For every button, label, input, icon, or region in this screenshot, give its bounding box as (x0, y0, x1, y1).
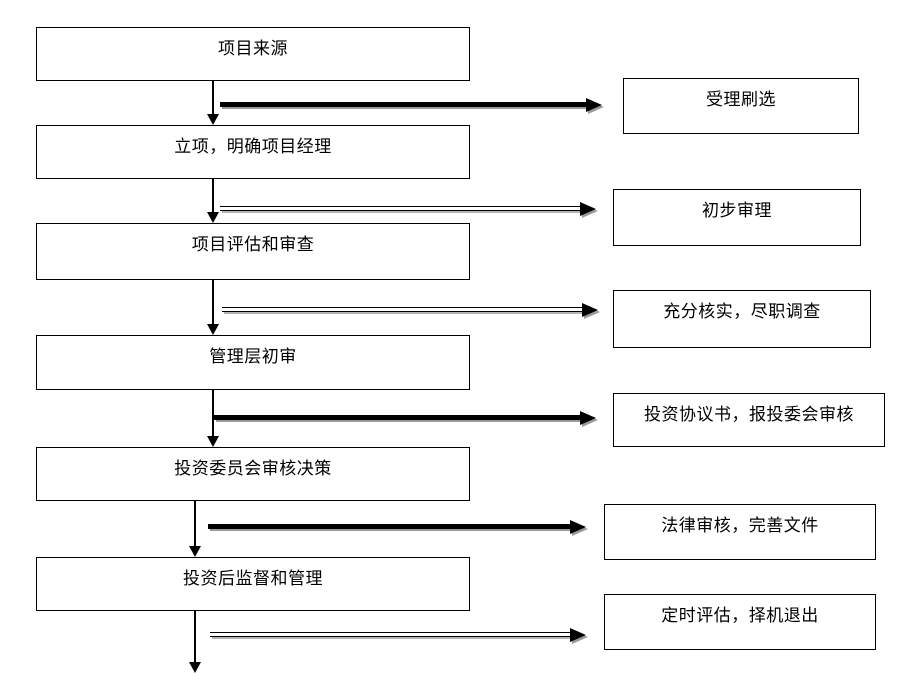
arrowhead-down-icon (207, 436, 219, 447)
annotation-box-label: 定时评估，择机退出 (661, 606, 819, 625)
vertical-connector-2 (206, 179, 220, 223)
annotation-box-legal-review[interactable]: 法律审核，完善文件 (604, 504, 876, 560)
annotation-box-label: 投资协议书，报投委会审核 (644, 405, 854, 424)
connector-shaft (212, 81, 214, 114)
process-box-label: 投资委员会审核决策 (174, 459, 332, 478)
process-box-label: 项目评估和审查 (191, 235, 315, 254)
arrowhead-right-icon (586, 98, 602, 112)
annotation-box-preliminary-review[interactable]: 初步审理 (613, 189, 861, 246)
arrow-shaft (222, 307, 582, 312)
horizontal-arrow-to-periodic-evaluation-exit (210, 628, 602, 642)
arrowhead-right-icon (570, 628, 586, 642)
vertical-connector-4 (206, 390, 220, 447)
process-box-label: 项目来源 (218, 39, 288, 58)
vertical-connector-6 (188, 611, 202, 673)
arrowhead-down-icon (189, 662, 201, 673)
arrowhead-right-icon (580, 411, 596, 425)
annotation-box-due-diligence[interactable]: 充分核实，尽职调查 (613, 290, 871, 348)
arrowhead-down-icon (207, 324, 219, 335)
arrowhead-down-icon (207, 212, 219, 223)
process-box-label: 立项，明确项目经理 (174, 137, 332, 156)
vertical-connector-1 (206, 81, 220, 125)
process-box-label: 投资后监督和管理 (183, 569, 323, 588)
connector-shaft (194, 501, 196, 546)
vertical-connector-3 (206, 280, 220, 335)
arrow-shaft (214, 415, 580, 420)
connector-shaft (212, 179, 214, 212)
horizontal-arrow-to-investment-agreement (214, 411, 612, 425)
horizontal-arrow-to-preliminary-review (220, 202, 610, 216)
horizontal-arrow-to-due-diligence (222, 303, 612, 317)
arrow-shaft (220, 102, 586, 107)
connector-shaft (212, 280, 214, 324)
arrowhead-down-icon (207, 114, 219, 125)
arrow-shaft (220, 206, 580, 211)
process-box-label: 管理层初审 (209, 347, 297, 366)
horizontal-arrow-to-acceptance-screening (220, 98, 618, 112)
connector-shaft (212, 390, 214, 436)
annotation-box-acceptance-screening[interactable]: 受理刷选 (623, 78, 859, 134)
arrowhead-right-icon (570, 520, 586, 534)
connector-shaft (194, 611, 196, 662)
arrow-shaft (208, 524, 570, 529)
process-box-investment-committee-decision[interactable]: 投资委员会审核决策 (36, 447, 470, 501)
vertical-connector-5 (188, 501, 202, 557)
arrowhead-down-icon (189, 546, 201, 557)
process-box-project-setup[interactable]: 立项，明确项目经理 (36, 125, 470, 179)
arrowhead-right-icon (582, 303, 598, 317)
arrow-shaft (210, 632, 570, 637)
process-box-management-first-review[interactable]: 管理层初审 (36, 335, 470, 390)
process-box-post-investment-management[interactable]: 投资后监督和管理 (36, 557, 470, 611)
horizontal-arrow-to-legal-review (208, 520, 602, 534)
process-box-evaluation-review[interactable]: 项目评估和审查 (36, 223, 470, 280)
annotation-box-periodic-evaluation-exit[interactable]: 定时评估，择机退出 (604, 594, 876, 650)
annotation-box-investment-agreement[interactable]: 投资协议书，报投委会审核 (613, 393, 885, 447)
annotation-box-label: 受理刷选 (706, 90, 776, 109)
annotation-box-label: 充分核实，尽职调查 (663, 302, 821, 321)
process-box-project-source[interactable]: 项目来源 (36, 27, 470, 81)
annotation-box-label: 法律审核，完善文件 (661, 516, 819, 535)
arrowhead-right-icon (580, 202, 596, 216)
annotation-box-label: 初步审理 (702, 201, 772, 220)
